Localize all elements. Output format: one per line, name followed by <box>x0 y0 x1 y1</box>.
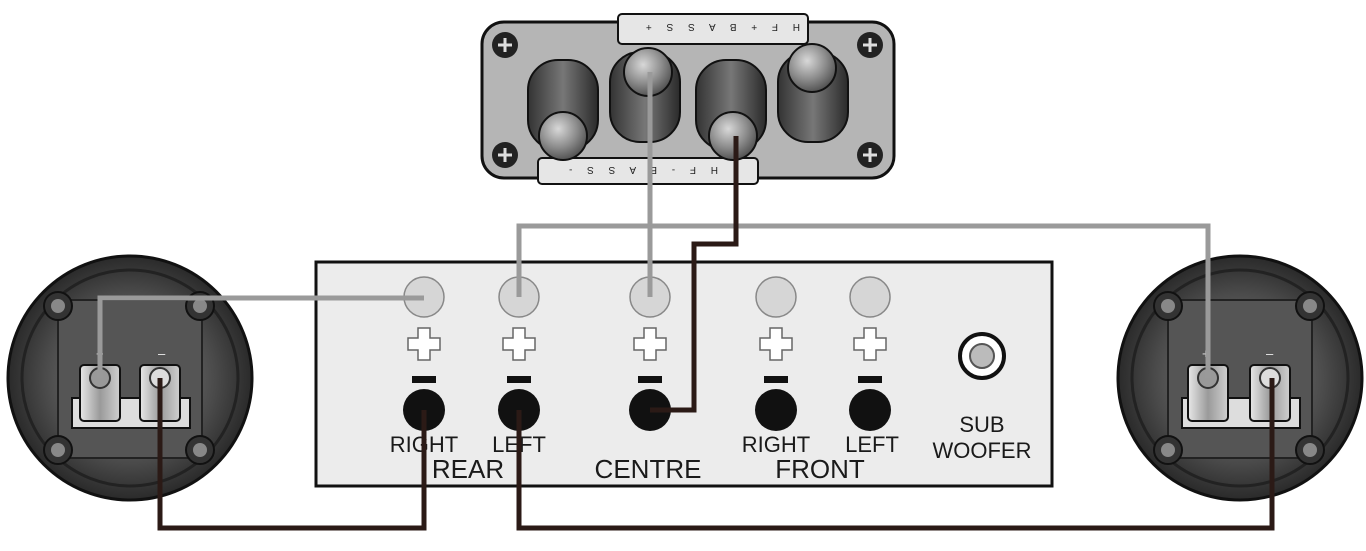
minus-icon <box>507 376 531 383</box>
minus-icon <box>764 376 788 383</box>
speaker-minus-label: – <box>1266 346 1274 361</box>
wire-rear-left-negative <box>516 378 1275 531</box>
wires <box>97 72 1275 531</box>
screw-icon <box>857 32 883 58</box>
screw-icon <box>492 32 518 58</box>
minus-icon <box>412 376 436 383</box>
centre-label: CENTRE <box>595 454 702 484</box>
wire-rear-left-positive <box>516 223 1211 378</box>
plus-icon <box>407 327 441 361</box>
screw-icon <box>1153 291 1183 321</box>
minus-icon <box>638 376 662 383</box>
plate-top-label: H F + B A S S + <box>640 21 800 32</box>
front-left-minus-terminal <box>849 389 891 431</box>
screw-icon <box>43 435 73 465</box>
wire-centre-negative <box>650 136 739 413</box>
subwoofer-label-line2: WOOFER <box>933 438 1032 463</box>
terminal-hf-minus <box>708 111 758 161</box>
plus-icon <box>853 327 887 361</box>
plus-icon <box>502 327 536 361</box>
front-right-minus-terminal <box>755 389 797 431</box>
screw-icon <box>1295 291 1325 321</box>
front-left-plus-terminal <box>849 276 891 318</box>
front-right-plus-terminal <box>755 276 797 318</box>
plus-icon <box>759 327 793 361</box>
wire-rear-right-negative <box>157 378 427 531</box>
screw-icon <box>857 142 883 168</box>
speaker-minus-label: – <box>158 346 166 361</box>
rear-right-speaker: + – <box>6 254 254 502</box>
screw-icon <box>1295 435 1325 465</box>
centre-speaker-terminal-plate: H F + B A S S + H F - B A S S - <box>480 13 896 185</box>
rear-group-label: REAR <box>432 454 504 484</box>
screw-icon <box>43 291 73 321</box>
screw-icon <box>492 142 518 168</box>
subwoofer-jack <box>958 332 1006 380</box>
screw-icon <box>1153 435 1183 465</box>
terminal-bass-minus <box>538 111 588 161</box>
wire-rear-right-positive <box>97 295 424 378</box>
plus-icon <box>633 327 667 361</box>
terminal-hf-plus <box>787 43 837 93</box>
rear-left-speaker: + – <box>1116 254 1364 502</box>
screw-icon <box>185 435 215 465</box>
front-group-label: FRONT <box>775 454 865 484</box>
front-right-label: RIGHT <box>742 432 810 457</box>
speaker-plus-post <box>1187 364 1229 422</box>
plate-bottom-label: H F - B A S S - <box>563 164 718 175</box>
subwoofer-label-line1: SUB <box>959 412 1004 437</box>
minus-icon <box>858 376 882 383</box>
front-left-label: LEFT <box>845 432 899 457</box>
